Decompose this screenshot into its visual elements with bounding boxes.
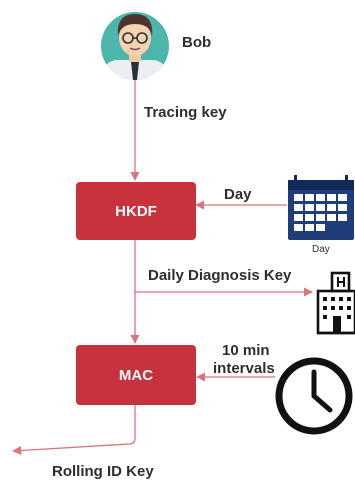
edge-label-daily-diagnosis-key: Daily Diagnosis Key: [148, 267, 292, 284]
hkdf-label: HKDF: [115, 202, 157, 220]
arrow-mac-to-rolling-id: [12, 405, 136, 456]
edge-label-interval-line1: 10 min: [222, 342, 270, 359]
edge-label-tracing-key: Tracing key: [144, 104, 227, 121]
edge-label-day: Day: [224, 186, 252, 203]
calendar-icon: [288, 175, 354, 240]
avatar-bob: [101, 12, 169, 80]
edge-label-interval-line2: intervals: [213, 360, 275, 377]
actor-name: Bob: [182, 34, 212, 51]
mac-label: MAC: [118, 366, 154, 384]
mac-node: MAC: [76, 345, 196, 405]
calendar-caption: Day: [312, 244, 330, 255]
hkdf-node: HKDF: [76, 182, 196, 240]
edge-label-rolling-id-key: Rolling ID Key: [52, 463, 154, 480]
hospital-icon: [316, 271, 355, 335]
clock-icon: [275, 357, 353, 435]
